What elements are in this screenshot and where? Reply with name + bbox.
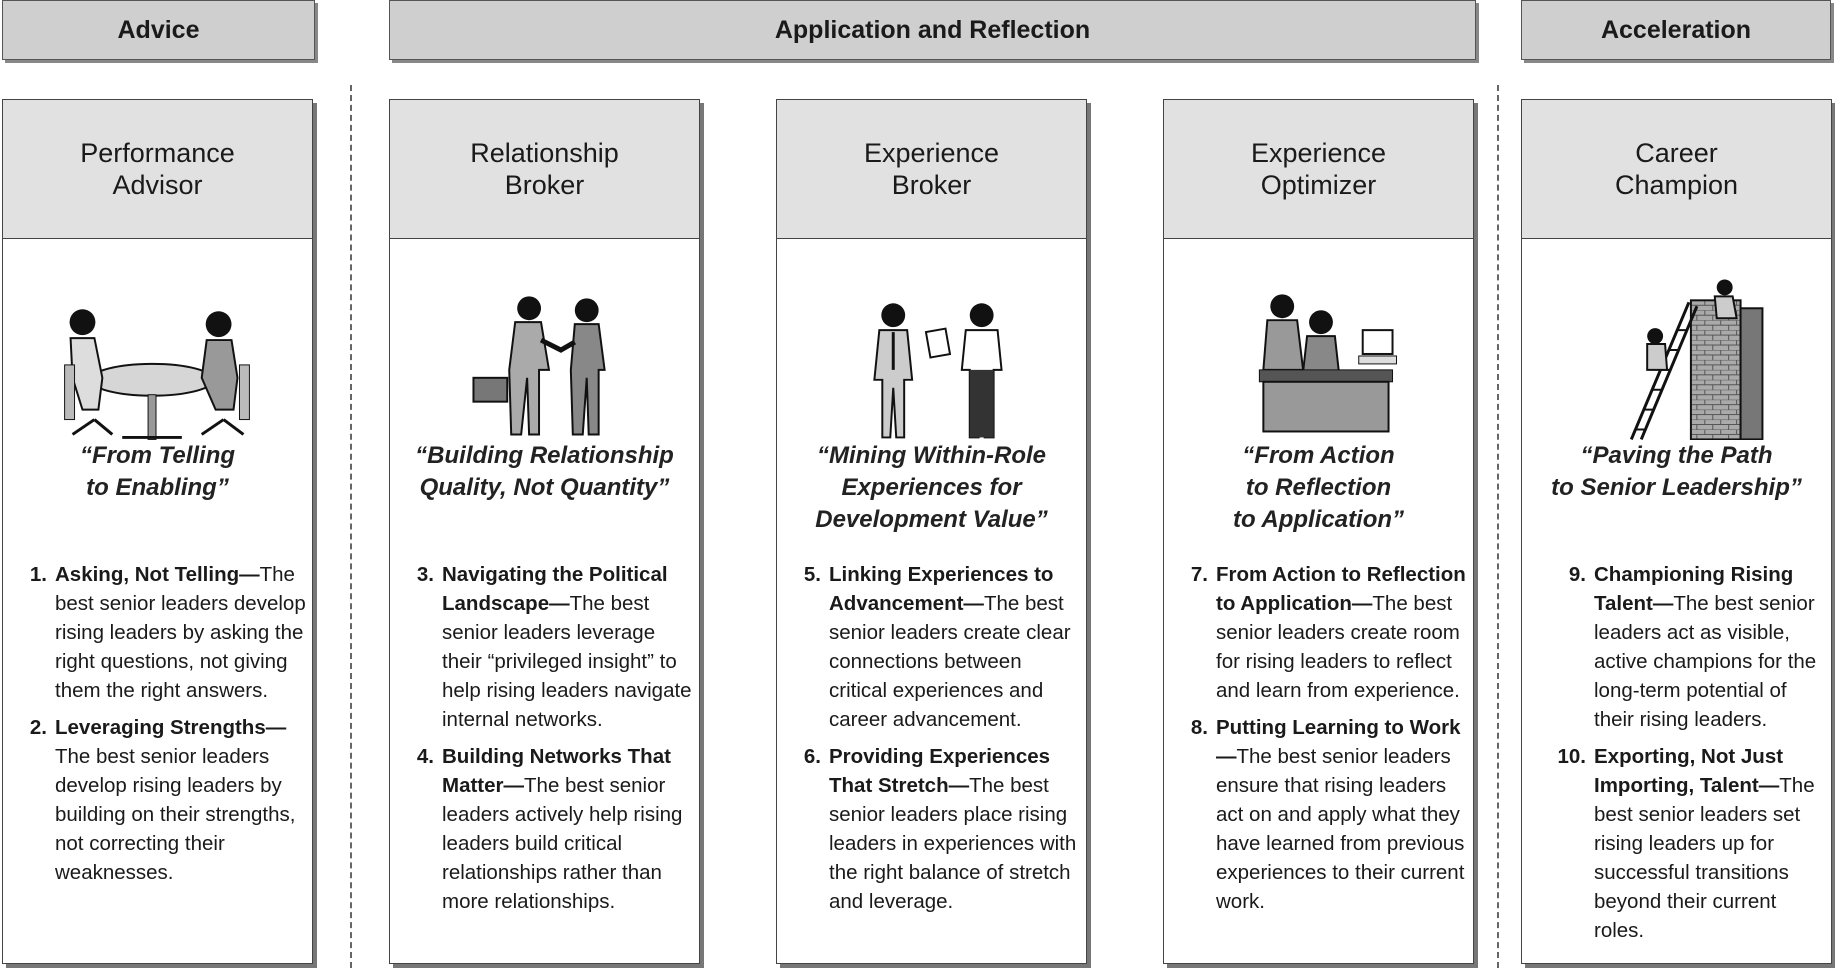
item-title: Asking, Not Telling—: [55, 563, 260, 586]
header-application-reflection: Application and Reflection: [389, 0, 1476, 60]
item-title: Championing Rising Talent—: [1594, 563, 1794, 615]
item-title: Building Networks That Matter—: [442, 745, 671, 797]
list-item: 9. Championing Rising Talent—The best se…: [1542, 560, 1831, 734]
card-quote: “From Telling to Enabling”: [79, 442, 236, 501]
item-title: Linking Experiences to Advancement—: [829, 563, 1054, 615]
card-experience-broker: Experience Broker “Mining Within-Role Ex…: [776, 99, 1087, 964]
header-label: Acceleration: [1600, 15, 1752, 44]
item-title: Exporting, Not Just Importing, Talent—: [1594, 745, 1784, 797]
item-body: From Action to Reflection to Application…: [1216, 560, 1473, 705]
card-item-list: 9. Championing Rising Talent—The best se…: [1542, 560, 1831, 953]
item-title: From Action to Reflection to Application…: [1216, 563, 1466, 615]
section-divider-left: [350, 85, 352, 968]
item-text: The best senior leaders ensure that risi…: [1216, 745, 1465, 913]
item-text: The best senior leaders set rising leade…: [1594, 774, 1815, 942]
card-quote: “Paving the Path to Senior Leadership”: [1551, 442, 1802, 501]
item-body: Exporting, Not Just Importing, Talent—Th…: [1594, 742, 1831, 945]
item-body: Building Networks That Matter—The best s…: [442, 742, 699, 916]
item-number: 4.: [416, 745, 434, 768]
card-title: Experience Optimizer: [1164, 100, 1473, 239]
card-quote: “Mining Within-Role Experiences for Deve…: [815, 442, 1048, 533]
item-title: Leveraging Strengths—: [55, 716, 287, 739]
item-number: 2.: [29, 716, 47, 739]
list-item: 1. Asking, Not Telling—The best senior l…: [3, 560, 312, 705]
card-quote: “Building Relationship Quality, Not Quan…: [415, 442, 674, 501]
item-number: 10.: [1557, 745, 1587, 768]
meeting-table-icon: [64, 309, 250, 440]
item-text: The best senior leaders act as visible, …: [1594, 592, 1817, 731]
card-career-champion: Career Champion “Paving the Path to Seni…: [1521, 99, 1832, 964]
header-label: Advice: [117, 15, 200, 44]
item-title: Navigating the Political Landscape—: [442, 563, 668, 615]
item-number: 3.: [416, 563, 434, 586]
card-title: Performance Advisor: [3, 100, 312, 239]
item-body: Linking Experiences to Advancement—The b…: [829, 560, 1086, 734]
list-item: 4. Building Networks That Matter—The bes…: [390, 742, 699, 916]
item-number: 5.: [803, 563, 821, 586]
list-item: 6. Providing Experiences That Stretch—Th…: [777, 742, 1086, 916]
item-text: The best senior leaders create clear con…: [829, 592, 1071, 731]
section-divider-right: [1497, 85, 1499, 968]
item-text: The best senior leaders develop rising l…: [55, 563, 306, 702]
card-item-list: 1. Asking, Not Telling—The best senior l…: [3, 560, 312, 895]
document-handoff-icon: [873, 303, 1003, 439]
item-number: 7.: [1190, 563, 1208, 586]
list-item: 5. Linking Experiences to Advancement—Th…: [777, 560, 1086, 734]
card-title: Career Champion: [1522, 100, 1831, 239]
item-body: Asking, Not Telling—The best senior lead…: [55, 560, 312, 705]
item-text: The best senior leaders develop rising l…: [55, 745, 296, 884]
item-number: 6.: [803, 745, 821, 768]
handshake-icon: [472, 296, 606, 436]
card-performance-advisor: Performance Advisor “From Telling to Ena…: [2, 99, 313, 964]
item-number: 8.: [1190, 716, 1208, 739]
header-label: Application and Reflection: [774, 15, 1091, 44]
list-item: 8. Putting Learning to Work—The best sen…: [1164, 713, 1473, 916]
desk-computer-icon: [1258, 294, 1397, 433]
card-title: Experience Broker: [777, 100, 1086, 239]
card-item-list: 3. Navigating the Political Landscape—Th…: [390, 560, 699, 924]
item-title: Providing Experiences That Stretch—: [829, 745, 1051, 797]
list-item: 7. From Action to Reflection to Applicat…: [1164, 560, 1473, 705]
item-body: Putting Learning to Work—The best senior…: [1216, 713, 1473, 916]
list-item: 10. Exporting, Not Just Importing, Talen…: [1542, 742, 1831, 945]
header-advice: Advice: [2, 0, 315, 60]
card-item-list: 5. Linking Experiences to Advancement—Th…: [777, 560, 1086, 924]
card-item-list: 7. From Action to Reflection to Applicat…: [1164, 560, 1473, 924]
list-item: 2. Leveraging Strengths— The best senior …: [3, 713, 312, 887]
item-body: Leveraging Strengths— The best senior lea…: [55, 713, 312, 887]
item-number: 1.: [29, 563, 47, 586]
item-text: The best senior leaders place rising lea…: [829, 774, 1077, 913]
ladder-wall-icon: [1629, 279, 1764, 440]
item-text: The best senior leaders actively help ri…: [442, 774, 683, 913]
item-text: The best senior leaders leverage their “…: [442, 592, 692, 731]
item-body: Providing Experiences That Stretch—The b…: [829, 742, 1086, 916]
header-acceleration: Acceleration: [1521, 0, 1831, 60]
card-title: Relationship Broker: [390, 100, 699, 239]
card-relationship-broker: Relationship Broker “Building Relationsh…: [389, 99, 700, 964]
card-experience-optimizer: Experience Optimizer “From Action to Ref…: [1163, 99, 1474, 964]
item-number: 9.: [1568, 563, 1586, 586]
item-body: Championing Rising Talent—The best senio…: [1594, 560, 1831, 734]
item-title: Putting Learning to Work—: [1216, 716, 1461, 768]
item-text: The best senior leaders create room for …: [1216, 592, 1460, 702]
card-quote: “From Action to Reflection to Applicatio…: [1232, 442, 1405, 533]
item-body: Navigating the Political Landscape—The b…: [442, 560, 699, 734]
list-item: 3. Navigating the Political Landscape—Th…: [390, 560, 699, 734]
